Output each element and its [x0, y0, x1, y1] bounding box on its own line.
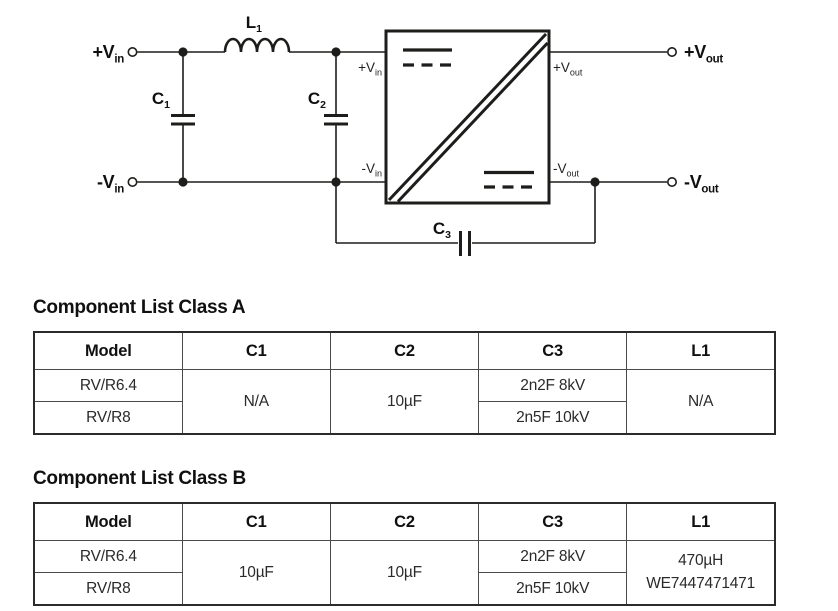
header-c2: C2: [329, 331, 480, 370]
emi-filter-schematic: L1 C1 C2 C3 +Vin -Vin +Vout -Vout +Vin -…: [92, 13, 724, 256]
header-model: Model: [33, 331, 183, 370]
header-l1: L1: [626, 502, 776, 541]
l1-value-cell: 470µH WE7447471471: [626, 540, 776, 606]
c3-value-cell: 2n5F 10kV: [478, 572, 628, 606]
junction-dot: [331, 177, 341, 187]
vin-neg-terminal: [127, 177, 138, 188]
l1-inductance-value: 470µH: [678, 552, 724, 570]
vout-neg-label: -Vout: [684, 172, 719, 196]
model-cell: RV/R6.4: [33, 540, 183, 573]
class-b-table-title: Component List Class B: [33, 468, 246, 489]
model-cell: RV/R8: [33, 401, 183, 435]
converter-diagonal-line: [387, 32, 548, 202]
converter-pin-vout-pos-label: +Vout: [553, 60, 583, 78]
c1-label: C1: [152, 89, 170, 111]
converter-diagonal-line: [396, 41, 549, 203]
table-row: RV/R8 2n5F 10kV: [33, 401, 775, 435]
l1-part-number: WE7447471471: [646, 574, 756, 592]
c3-value-cell: 2n5F 10kV: [478, 401, 628, 435]
header-c1: C1: [181, 502, 331, 541]
header-model: Model: [33, 502, 183, 541]
vout-pos-terminal: [666, 46, 677, 57]
table-header-row: Model C1 C2 C3 L1: [33, 331, 776, 370]
header-c3: C3: [478, 502, 628, 541]
vout-pos-label: +Vout: [684, 42, 723, 66]
vout-neg-terminal: [666, 177, 677, 188]
c2-value-cell: 10µF: [329, 540, 480, 606]
table-row: RV/R6.4 10µF 10µF 2n2F 8kV 470µH WE74474…: [33, 540, 776, 606]
class-a-table-title: Component List Class A: [33, 297, 246, 318]
header-l1: L1: [626, 331, 776, 370]
c3-value-cell: 2n2F 8kV: [478, 369, 628, 402]
vin-pos-terminal: [127, 46, 138, 57]
junction-dot: [178, 47, 188, 57]
c3-value-cell: 2n2F 8kV: [478, 540, 628, 573]
header-c3: C3: [478, 331, 628, 370]
header-c2: C2: [329, 502, 480, 541]
converter-pin-vout-neg-label: -Vout: [553, 161, 580, 179]
component-table-class-a: Model C1 C2 C3 L1 RV/R6.4 N/A 10µF 2n2F …: [33, 331, 776, 435]
converter-pin-vin-pos-label: +Vin: [358, 60, 382, 78]
c1-value-cell: 10µF: [181, 540, 331, 606]
c1-value-cell: N/A: [181, 369, 331, 435]
junction-dot: [178, 177, 188, 187]
junction-dot: [331, 47, 341, 57]
table-row: RV/R8 2n5F 10kV: [33, 572, 775, 606]
converter-pin-vin-neg-label: -Vin: [361, 161, 382, 179]
c2-label: C2: [308, 89, 326, 111]
model-cell: RV/R6.4: [33, 369, 183, 402]
c3-label: C3: [433, 219, 451, 241]
junction-dot: [590, 177, 600, 187]
component-table-class-b: Model C1 C2 C3 L1 RV/R6.4 10µF 10µF 2n2F…: [33, 502, 776, 606]
l1-label: L1: [246, 13, 262, 35]
table-row: RV/R6.4 N/A 10µF 2n2F 8kV N/A: [33, 369, 776, 435]
model-cell: RV/R8: [33, 572, 183, 606]
vin-pos-label: +Vin: [92, 42, 124, 66]
header-c1: C1: [181, 331, 331, 370]
l1-value-cell: N/A: [626, 369, 776, 435]
table-header-row: Model C1 C2 C3 L1: [33, 502, 776, 541]
inductor-l1-coil: [223, 37, 291, 53]
vin-neg-label: -Vin: [97, 172, 124, 196]
c2-value-cell: 10µF: [329, 369, 480, 435]
